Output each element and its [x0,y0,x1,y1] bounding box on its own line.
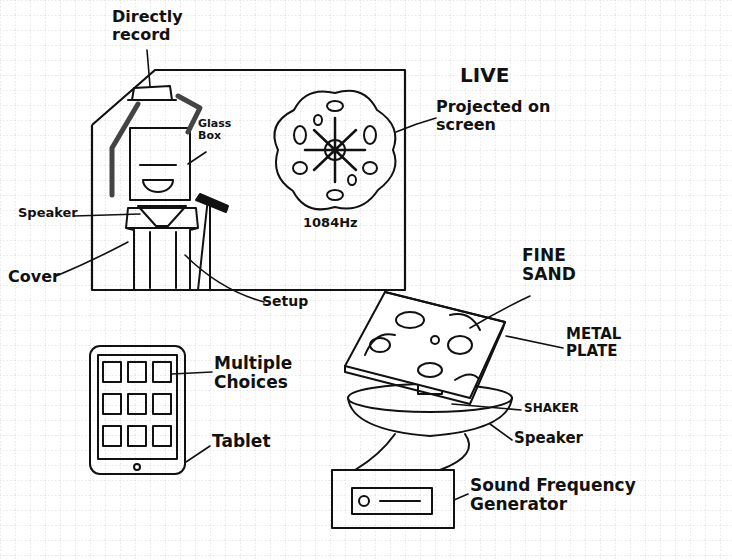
glass-box [130,128,190,200]
stage-frame: 1084Hz [92,70,405,290]
shaker-label: SHAKER [524,402,594,415]
mic-stand [198,198,210,290]
camera-arm [112,104,138,195]
camera-label: Directly record [112,8,190,44]
glass-box-label: Glass Box [198,118,240,143]
setup-label: Setup [262,294,322,310]
cover-stand [126,208,198,290]
projection-label: Projected on screen [436,98,554,134]
leader-lines [56,50,563,500]
speaker-label: Speaker [514,430,594,447]
frame-border [92,70,405,290]
generator-label: Sound Frequency Generator [470,476,675,514]
tablet-drawing [90,346,185,474]
cover-label: Cover [8,268,68,286]
speaker-label: Speaker [18,206,88,221]
bowl [143,180,173,192]
setup-illustration [112,86,228,290]
choices-label: Multiple Choices [214,354,310,392]
frequency-label: 1084Hz [303,215,358,230]
live-label: LIVE [460,64,530,86]
camera [132,86,172,100]
frame-outline [92,70,405,290]
sand-label: FINE SAND [522,246,580,284]
tablet-label: Tablet [212,432,282,451]
sand-pattern-projection [274,91,395,210]
plate-label: METAL PLATE [566,326,632,360]
